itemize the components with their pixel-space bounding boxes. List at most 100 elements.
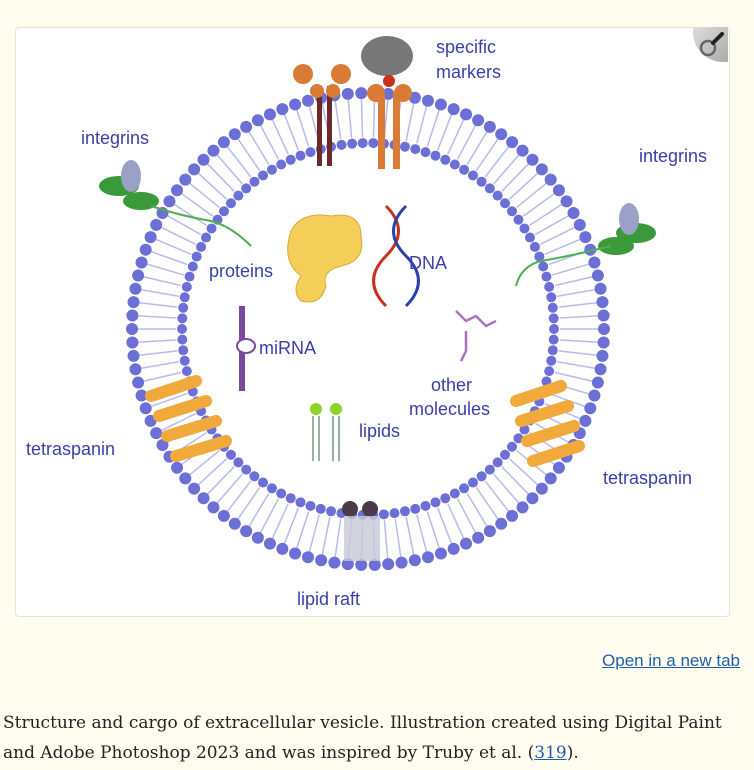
lipid-head — [483, 525, 496, 538]
lipid-tail — [138, 315, 177, 319]
lipid-head — [197, 153, 210, 166]
mirna-graphic — [236, 306, 256, 391]
extracellular-vesicle-illustration: specific markers integrins integrins pro… — [26, 36, 707, 609]
lipid-head — [326, 506, 337, 517]
lipid-head — [276, 542, 289, 555]
lipid-head — [233, 457, 244, 468]
lipid-head — [171, 184, 184, 197]
lipid-head — [285, 493, 296, 504]
lipid-tail — [141, 289, 179, 297]
lipid-head — [597, 336, 610, 349]
lipid-head — [544, 472, 557, 485]
lipid-head — [201, 232, 212, 243]
lipid-tail — [143, 371, 182, 382]
lipid-tail — [552, 263, 589, 276]
integrin-right-graphic — [515, 203, 656, 287]
caption-end: ). — [566, 743, 579, 763]
lipid-head — [547, 345, 558, 356]
lipid-tail — [383, 520, 389, 559]
lipid-tail — [405, 517, 415, 555]
lipid-head — [492, 457, 503, 468]
label-tetraspanin-right: tetraspanin — [603, 468, 692, 488]
lipid-head — [467, 477, 478, 488]
lipid-head — [225, 198, 236, 209]
lipid-head — [535, 482, 548, 495]
lipid-head — [217, 509, 230, 522]
lipid-tail — [260, 125, 280, 160]
lipid-tail — [557, 289, 595, 297]
lipid-head — [519, 223, 530, 234]
lipid-tail — [151, 392, 188, 407]
lipid-tail — [456, 125, 476, 160]
lipid-head — [305, 500, 316, 511]
lipid-tail — [436, 507, 453, 544]
lipid-head — [206, 223, 217, 234]
lipid-tail — [151, 251, 188, 266]
lipid-bilayer-membrane — [126, 87, 610, 571]
lipid-tail — [207, 466, 235, 495]
lipid-head — [341, 87, 354, 100]
lipid-head — [315, 503, 326, 514]
lipid-tail — [248, 131, 270, 165]
lipid-head — [263, 108, 276, 121]
reference-link[interactable]: 319 — [534, 743, 567, 763]
lipid-tail — [167, 215, 202, 236]
lipid-tail — [493, 473, 520, 504]
lipid-head — [207, 501, 220, 514]
lipid-head — [179, 173, 192, 186]
lipid-head — [529, 241, 540, 252]
lipid-tail — [539, 226, 575, 245]
lipid-tail — [216, 473, 243, 504]
lipid-head — [516, 144, 529, 157]
lipid-head — [179, 292, 190, 303]
lipid-head — [295, 150, 306, 161]
lipid-head — [240, 120, 253, 133]
caption-text: Structure and cargo of extracellular ves… — [3, 713, 722, 763]
lipid-tail — [141, 361, 179, 369]
label-mirna: miRNA — [259, 338, 316, 358]
lipid-tail — [226, 480, 252, 512]
lipid-head — [188, 482, 201, 495]
label-proteins: proteins — [209, 261, 273, 281]
lipid-tail — [529, 204, 562, 226]
specific-markers-graphic — [293, 36, 413, 169]
lipid-tail — [138, 339, 177, 343]
integrin-left-graphic — [99, 160, 252, 247]
lipid-head — [447, 103, 460, 116]
other-molecules-graphic — [455, 310, 497, 362]
lipid-head — [179, 472, 192, 485]
lipid-head — [483, 120, 496, 133]
lipid-head — [579, 231, 592, 244]
lipid-head — [395, 556, 408, 569]
lipid-head — [156, 439, 169, 452]
figure-image[interactable]: specific markers integrins integrins pro… — [15, 27, 730, 617]
lipid-tail — [296, 110, 310, 147]
magnify-figure-button[interactable] — [693, 27, 728, 62]
lipid-tail — [475, 138, 499, 171]
lipid-head — [594, 363, 607, 376]
lipid-head — [459, 164, 470, 175]
open-in-new-tab-link[interactable]: Open in a new tab — [602, 651, 740, 670]
lipids-graphic — [310, 403, 342, 461]
lipid-head — [191, 251, 202, 262]
lipid-head — [179, 355, 190, 366]
lipid-head — [129, 363, 142, 376]
protein-graphic — [287, 214, 363, 303]
lipid-head — [567, 206, 580, 219]
lipid-head — [516, 501, 529, 514]
lipid-head — [495, 517, 508, 530]
lipid-head — [263, 537, 276, 550]
lipid-tail — [161, 226, 197, 245]
lipid-tail — [456, 498, 476, 533]
lipid-head — [336, 139, 347, 150]
lipid-head — [126, 336, 139, 349]
lipid-head — [184, 271, 195, 282]
lipid-head — [506, 136, 519, 149]
lipid-tail — [189, 182, 220, 209]
lipid-head — [240, 525, 253, 538]
lipid-head — [410, 503, 421, 514]
lipid-head — [302, 551, 315, 564]
lipid-tail — [248, 493, 270, 527]
lipid-tail — [174, 204, 207, 226]
lipid-head — [526, 153, 539, 166]
